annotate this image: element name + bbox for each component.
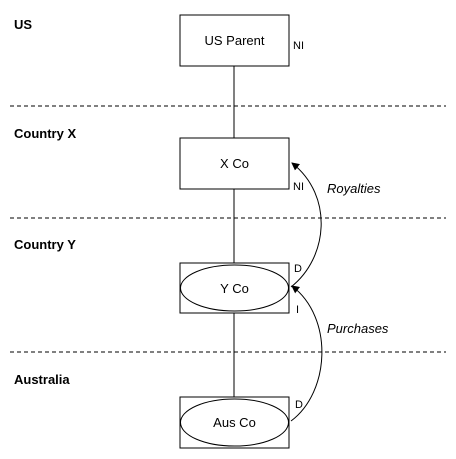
entity-tag-aus-co: D — [295, 399, 303, 411]
entity-name-aus-co: Aus Co — [213, 415, 256, 430]
entity-box-x-co — [179, 137, 290, 190]
entity-ellipse-aus-co — [180, 398, 289, 447]
entity-tag-y-co-bottom: I — [296, 304, 299, 316]
purchases-flow-label: Purchases — [327, 321, 389, 336]
entity-ellipse-y-co — [180, 264, 289, 312]
entity-name-x-co: X Co — [220, 156, 249, 171]
entity-box-us-parent — [179, 14, 290, 67]
entity-tag-x-co: NI — [293, 181, 304, 193]
purchases-flow-arrow — [290, 285, 323, 422]
jurisdiction-label-country-x: Country X — [14, 126, 76, 141]
entity-tag-us-parent: NI — [293, 40, 304, 52]
royalties-flow-label: Royalties — [327, 181, 381, 196]
entity-name-y-co: Y Co — [220, 281, 249, 296]
royalties-flow-arrow — [290, 162, 322, 288]
entity-tag-y-co-top: D — [294, 263, 302, 275]
entity-name-us-parent: US Parent — [205, 33, 265, 48]
jurisdiction-label-country-y: Country Y — [14, 237, 76, 252]
jurisdiction-label-us: US — [14, 17, 32, 32]
jurisdiction-label-australia: Australia — [14, 372, 70, 387]
